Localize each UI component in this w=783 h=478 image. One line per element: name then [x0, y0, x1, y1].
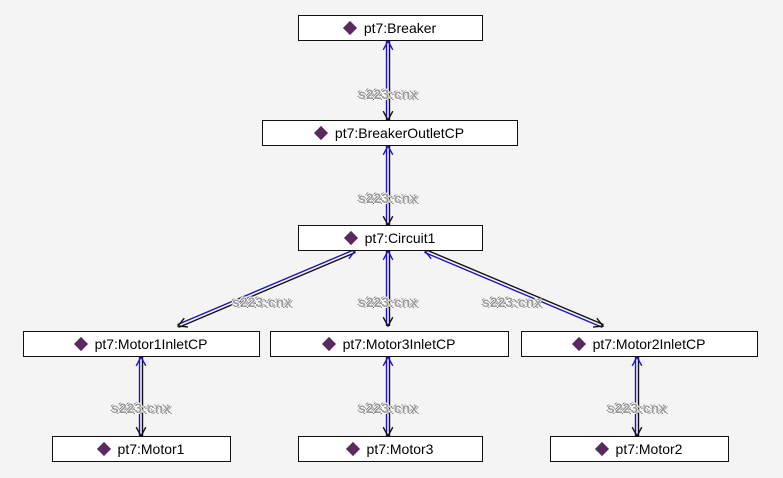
edge-back-line: [178, 251, 356, 329]
arrowhead-forward-icon: [135, 426, 147, 438]
diamond-icon: [321, 336, 336, 352]
arrowhead-back-icon: [135, 355, 147, 367]
node-label: pt7:Motor3InletCP: [342, 336, 456, 352]
node-circuit1[interactable]: pt7:Circuit1: [298, 225, 483, 251]
diamond-icon: [96, 441, 111, 457]
diamond-icon: [342, 20, 357, 36]
node-label: pt7:Motor3: [366, 441, 434, 457]
node-breaker[interactable]: pt7:Breaker: [298, 15, 483, 41]
arrowhead-forward-icon: [382, 316, 394, 328]
arrowhead-forward-icon: [176, 317, 189, 328]
arrowhead-forward-icon: [382, 110, 394, 122]
diamond-icon: [345, 441, 360, 457]
arrowhead-back-icon: [382, 249, 394, 261]
node-label: pt7:Motor1InletCP: [94, 336, 208, 352]
node-motor3[interactable]: pt7:Motor3: [298, 436, 483, 462]
edge-forward-line: [424, 251, 603, 329]
arrowhead-back-icon: [382, 39, 394, 51]
edge-back-line: [425, 248, 604, 326]
arrowhead-forward-icon: [382, 426, 394, 438]
arrowhead-back-icon: [382, 144, 394, 156]
arrowhead-forward-icon: [631, 426, 643, 438]
arrowhead-forward-icon: [592, 317, 605, 328]
node-label: pt7:Motor2InletCP: [592, 336, 706, 352]
node-motor2-inlet-cp[interactable]: pt7:Motor2InletCP: [521, 331, 758, 357]
node-label: pt7:Motor1: [117, 441, 185, 457]
node-motor2[interactable]: pt7:Motor2: [550, 436, 729, 462]
node-motor1-inlet-cp[interactable]: pt7:Motor1InletCP: [23, 331, 260, 357]
diamond-icon: [594, 441, 609, 457]
diamond-icon: [343, 230, 358, 246]
arrowhead-forward-icon: [382, 215, 394, 227]
diamond-icon: [73, 336, 88, 352]
node-label: pt7:Breaker: [363, 20, 437, 36]
node-motor1[interactable]: pt7:Motor1: [52, 436, 231, 462]
node-label: pt7:Circuit1: [364, 230, 436, 246]
node-label: pt7:Motor2: [615, 441, 683, 457]
diamond-icon: [313, 125, 328, 141]
arrowhead-back-icon: [631, 355, 643, 367]
node-breaker-outlet-cp[interactable]: pt7:BreakerOutletCP: [262, 120, 518, 146]
node-label: pt7:BreakerOutletCP: [334, 125, 465, 141]
edge-forward-line: [177, 248, 355, 326]
arrowhead-back-icon: [382, 355, 394, 367]
diamond-icon: [571, 336, 586, 352]
node-motor3-inlet-cp[interactable]: pt7:Motor3InletCP: [270, 331, 509, 357]
